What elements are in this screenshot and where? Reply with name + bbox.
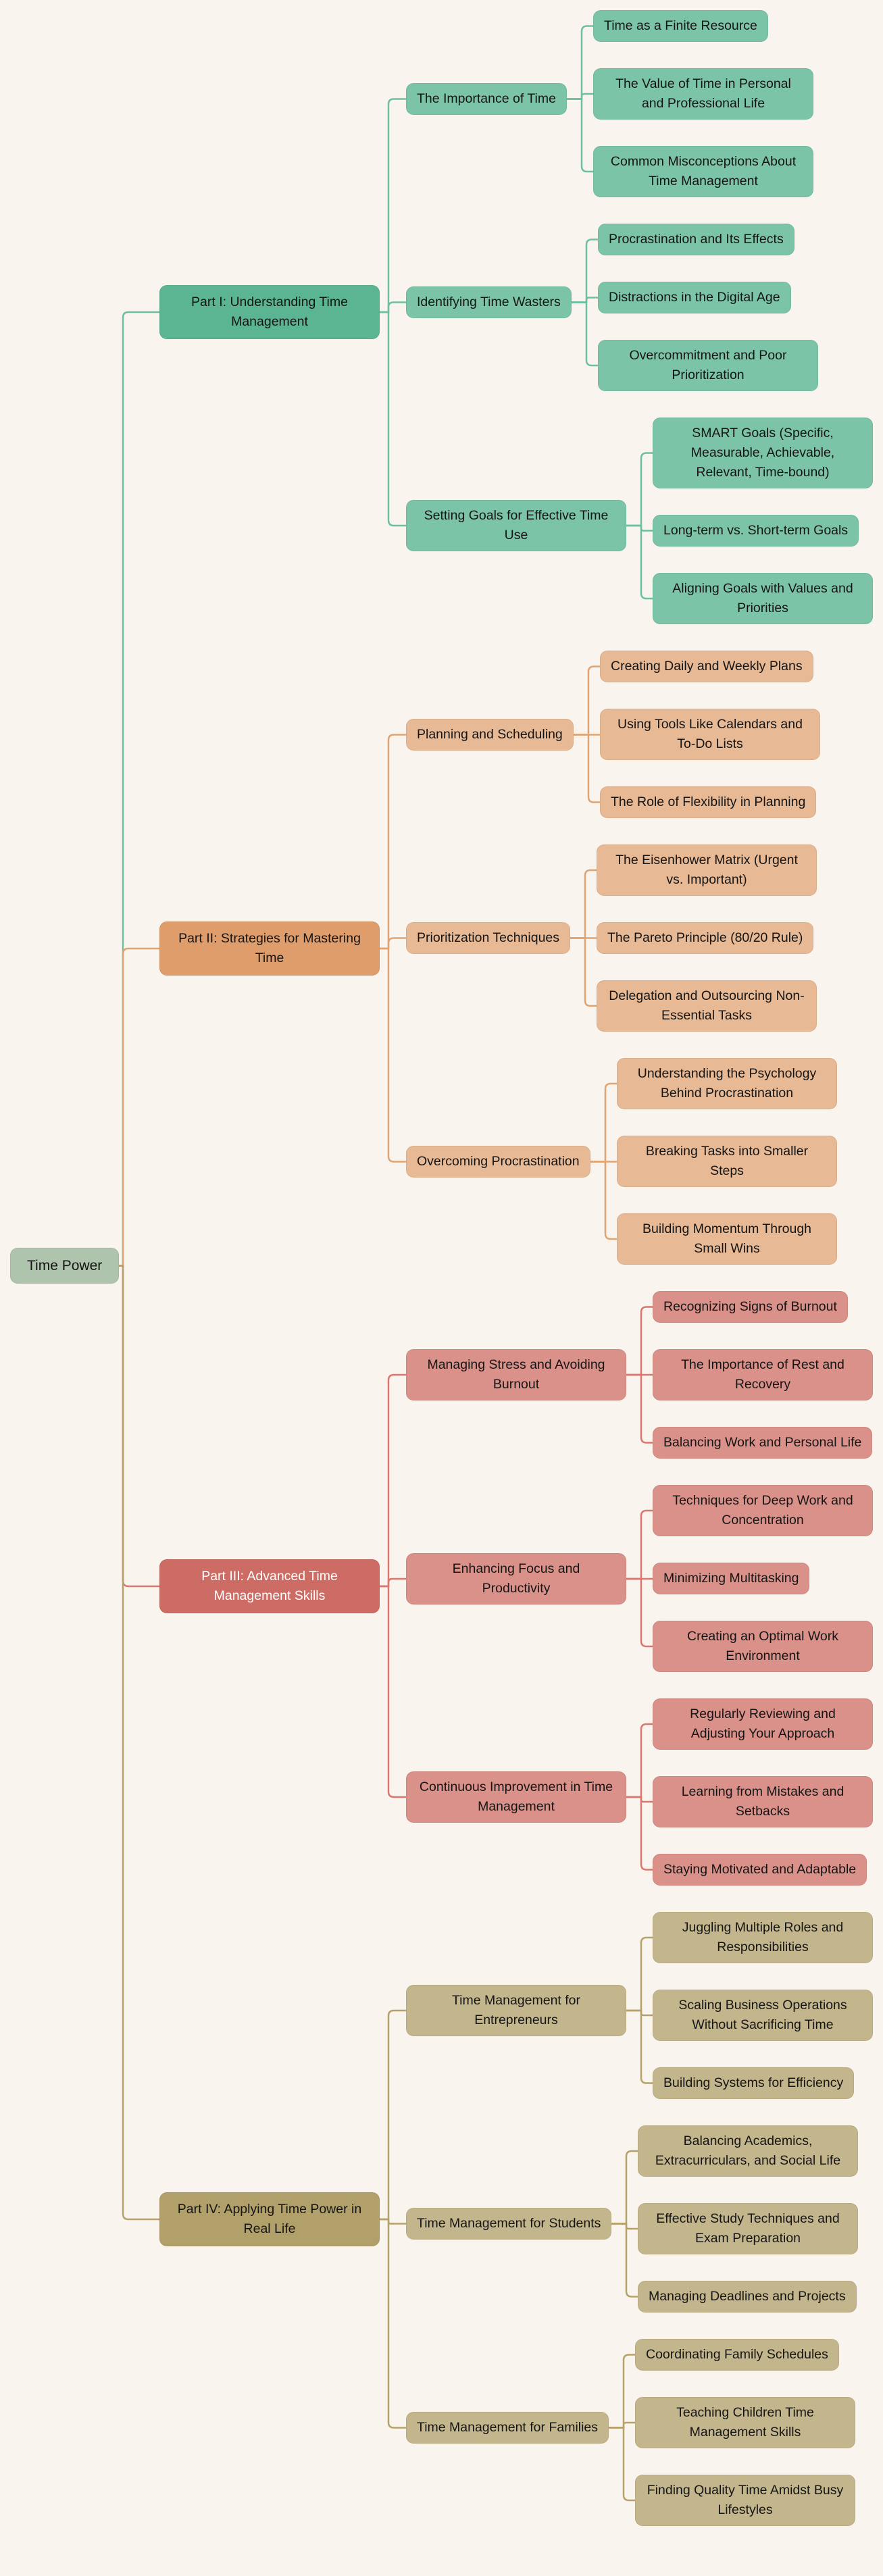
topic-node[interactable]: Balancing Work and Personal Life — [653, 1427, 873, 1459]
connector-line — [574, 734, 600, 803]
topic-node[interactable]: Scaling Business Operations Without Sacr… — [653, 1990, 873, 2041]
topic-node[interactable]: Time as a Finite Resource — [593, 10, 768, 42]
connector-line — [590, 1161, 617, 1240]
connector-line — [570, 937, 597, 1007]
section-node[interactable]: Identifying Time Wasters — [406, 286, 572, 319]
connector-line — [380, 1577, 406, 1588]
connector-line — [380, 1373, 406, 1588]
connector-line — [626, 1306, 653, 1376]
connector-line — [572, 238, 598, 303]
topic-node[interactable]: Aligning Goals with Values and Prioritie… — [653, 573, 873, 624]
topic-node[interactable]: Breaking Tasks into Smaller Steps — [617, 1136, 837, 1187]
connector-line — [380, 734, 406, 950]
connector-line — [380, 98, 406, 313]
topic-node[interactable]: Building Momentum Through Small Wins — [617, 1213, 837, 1265]
topic-node[interactable]: Learning from Mistakes and Setbacks — [653, 1776, 873, 1827]
topic-node[interactable]: Managing Deadlines and Projects — [638, 2281, 857, 2313]
topic-node[interactable]: Balancing Academics, Extracurriculars, a… — [638, 2125, 858, 2177]
topic-node[interactable]: Teaching Children Time Management Skills — [635, 2397, 855, 2448]
connector-line — [119, 311, 159, 1267]
root-node[interactable]: Time Power — [10, 1248, 120, 1284]
connector-line — [380, 301, 406, 313]
connector-line — [609, 2421, 635, 2429]
part-node[interactable]: Part IV: Applying Time Power in Real Lif… — [159, 2192, 380, 2246]
connector-line — [590, 1082, 617, 1163]
topic-node[interactable]: The Pareto Principle (80/20 Rule) — [597, 922, 814, 954]
connector-line — [572, 301, 598, 367]
connector-line — [626, 452, 653, 527]
connector-line — [609, 2354, 635, 2429]
connector-line — [119, 947, 159, 1267]
section-node[interactable]: Planning and Scheduling — [406, 718, 574, 751]
connector-line — [380, 937, 406, 950]
connector-line — [380, 947, 406, 1163]
topic-node[interactable]: Finding Quality Time Amidst Busy Lifesty… — [635, 2475, 855, 2526]
topic-node[interactable]: Distractions in the Digital Age — [598, 282, 791, 313]
section-node[interactable]: Setting Goals for Effective Time Use — [406, 500, 626, 552]
topic-node[interactable]: Procrastination and Its Effects — [598, 224, 794, 255]
connector-line — [574, 665, 600, 736]
connector-line — [626, 1509, 653, 1580]
section-node[interactable]: The Importance of Time — [406, 82, 567, 115]
topic-node[interactable]: Minimizing Multitasking — [653, 1563, 810, 1594]
connector-line — [380, 1585, 406, 1798]
topic-node[interactable]: Recognizing Signs of Burnout — [653, 1291, 848, 1323]
section-node[interactable]: Managing Stress and Avoiding Burnout — [406, 1349, 626, 1400]
part-node[interactable]: Part I: Understanding Time Management — [159, 285, 380, 340]
connector-line — [626, 1723, 653, 1798]
topic-node[interactable]: Using Tools Like Calendars and To-Do Lis… — [600, 709, 820, 760]
connector-line — [572, 297, 598, 303]
connector-line — [611, 2150, 638, 2225]
topic-node[interactable]: Delegation and Outsourcing Non-Essential… — [597, 980, 817, 1032]
topic-node[interactable]: Creating Daily and Weekly Plans — [600, 651, 813, 682]
topic-node[interactable]: Building Systems for Efficiency — [653, 2067, 855, 2099]
topic-node[interactable]: Coordinating Family Schedules — [635, 2339, 839, 2371]
topic-node[interactable]: Long-term vs. Short-term Goals — [653, 515, 859, 547]
topic-node[interactable]: Juggling Multiple Roles and Responsibili… — [653, 1912, 873, 1963]
topic-node[interactable]: Regularly Reviewing and Adjusting Your A… — [653, 1698, 873, 1750]
connector-line — [567, 98, 593, 173]
section-node[interactable]: Overcoming Procrastination — [406, 1145, 590, 1178]
connector-line — [567, 25, 593, 100]
connector-line — [626, 2009, 653, 2084]
connector-line — [119, 1265, 159, 1588]
section-node[interactable]: Continuous Improvement in Time Managemen… — [406, 1771, 626, 1823]
topic-node[interactable]: The Importance of Rest and Recovery — [653, 1349, 873, 1400]
connector-line — [626, 1936, 653, 2012]
topic-node[interactable]: The Eisenhower Matrix (Urgent vs. Import… — [597, 844, 817, 896]
connector-line — [626, 1796, 653, 1871]
topic-node[interactable]: Techniques for Deep Work and Concentrati… — [653, 1485, 873, 1536]
topic-node[interactable]: SMART Goals (Specific, Measurable, Achie… — [653, 418, 873, 488]
topic-node[interactable]: Overcommitment and Poor Prioritization — [598, 340, 818, 391]
connector-line — [626, 1577, 653, 1648]
section-node[interactable]: Prioritization Techniques — [406, 922, 571, 954]
connector-line — [609, 2427, 635, 2502]
section-node[interactable]: Time Management for Entrepreneurs — [406, 1984, 626, 2036]
connector-line — [380, 311, 406, 527]
topic-node[interactable]: Staying Motivated and Adaptable — [653, 1854, 867, 1886]
topic-node[interactable]: Common Misconceptions About Time Managem… — [593, 146, 813, 197]
connector-line — [119, 1265, 159, 2221]
connector-line — [626, 1373, 653, 1444]
connector-line — [570, 869, 597, 939]
topic-node[interactable]: The Role of Flexibility in Planning — [600, 786, 817, 818]
connector-line — [626, 524, 653, 600]
topic-node[interactable]: Understanding the Psychology Behind Proc… — [617, 1058, 837, 1109]
section-node[interactable]: Enhancing Focus and Productivity — [406, 1552, 626, 1605]
connector-line — [380, 2218, 406, 2429]
connector-line — [380, 2009, 406, 2221]
topic-node[interactable]: Effective Study Techniques and Exam Prep… — [638, 2203, 858, 2254]
section-node[interactable]: Time Management for Students — [406, 2208, 612, 2240]
section-node[interactable]: Time Management for Families — [406, 2411, 609, 2444]
connector-line — [567, 93, 593, 100]
topic-node[interactable]: Creating an Optimal Work Environment — [653, 1621, 873, 1672]
part-node[interactable]: Part II: Strategies for Mastering Time — [159, 921, 380, 976]
connector-line — [611, 2223, 638, 2298]
topic-node[interactable]: The Value of Time in Personal and Profes… — [593, 68, 813, 120]
part-node[interactable]: Part III: Advanced Time Management Skill… — [159, 1559, 380, 1613]
